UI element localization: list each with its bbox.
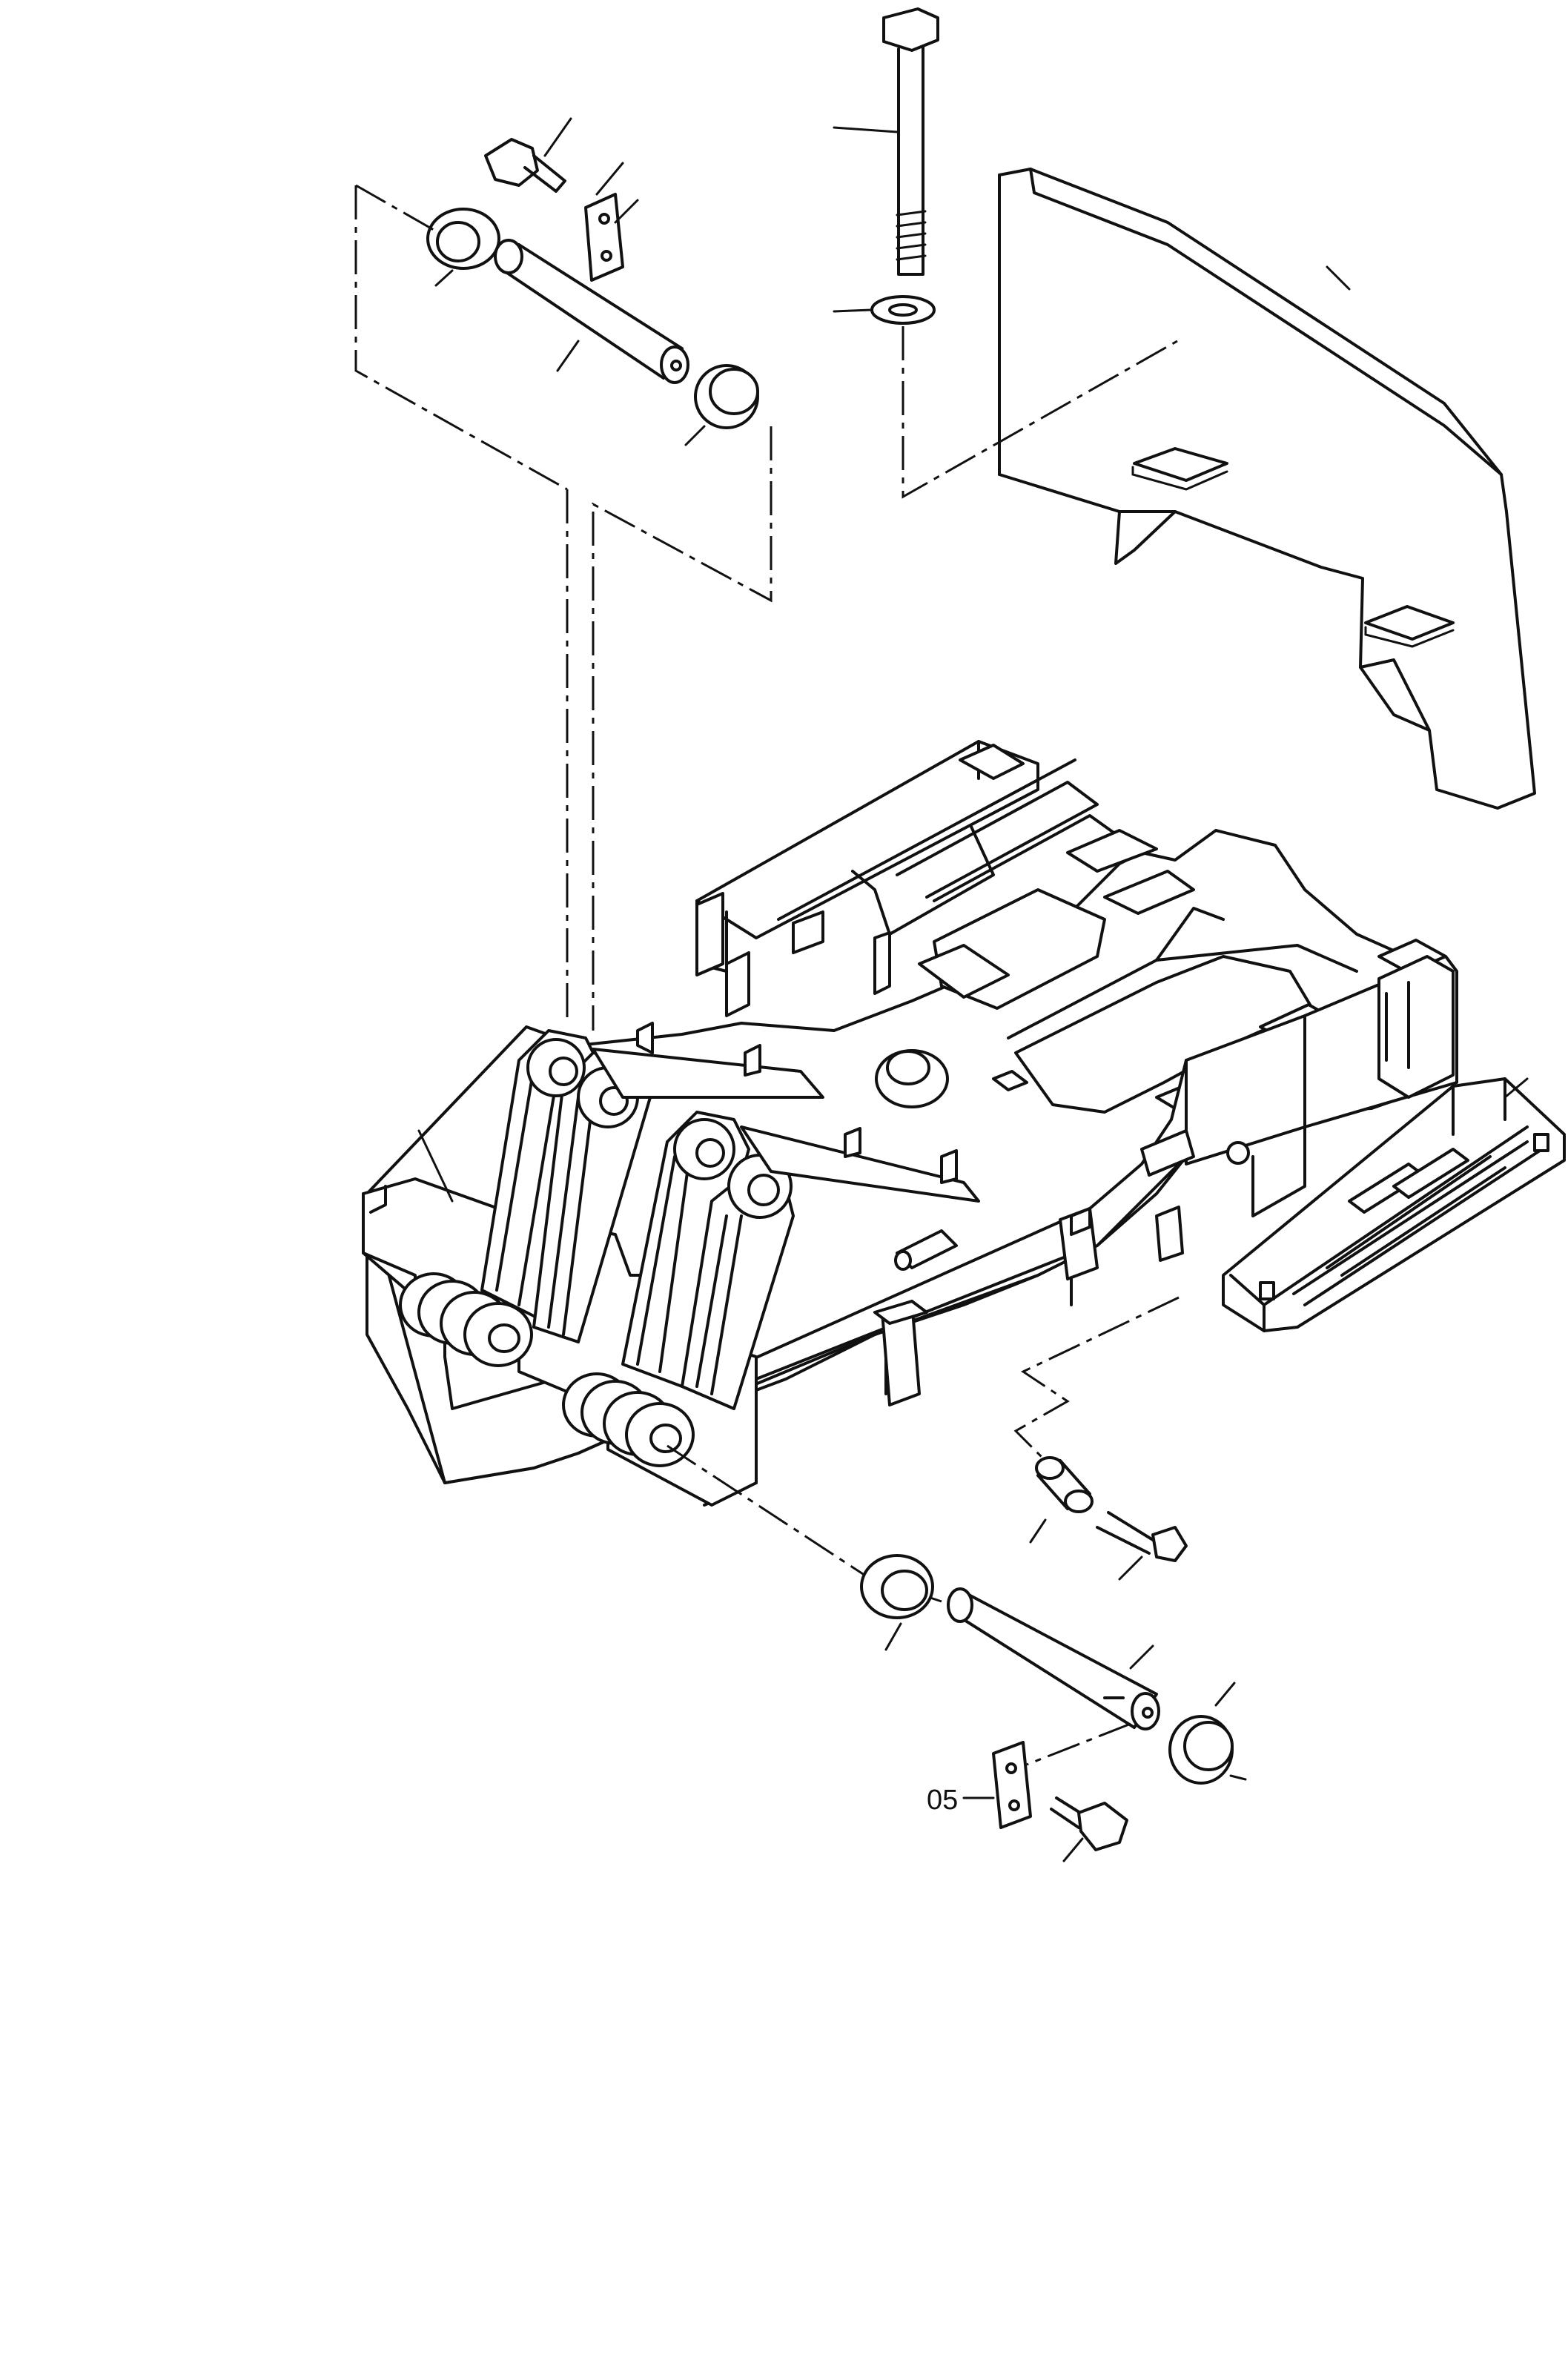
bolt-middle: [1096, 1511, 1188, 1581]
long-bolt: [833, 7, 939, 276]
lower-bushing-right: [1168, 1682, 1247, 1785]
counterweight: [998, 168, 1536, 810]
assembly-line-plate: [1026, 1722, 1131, 1766]
washer-upper: [833, 295, 936, 325]
assembly-line-sleeve: [1013, 1296, 1180, 1469]
upper-bushing-right: [684, 364, 759, 446]
callout-label-05: 05: [927, 1785, 958, 1816]
assembly-line-bolt: [902, 326, 1178, 499]
upper-bushing-left: [426, 208, 500, 287]
assembly-line-upper-pin: [354, 184, 773, 1031]
upper-pin: [494, 239, 689, 384]
boom-foot-rollers-right: [562, 1372, 695, 1467]
main-frame: [362, 740, 1458, 1507]
upper-lock-plate: [584, 162, 639, 282]
lower-bushing-left: [860, 1554, 934, 1651]
sleeve: [1029, 1456, 1094, 1544]
lower-pin: [947, 1587, 1160, 1730]
boom-foot-rollers-left: [399, 1272, 533, 1367]
lower-lock-plate: [962, 1741, 1032, 1829]
upper-bolt: [484, 117, 572, 193]
tray-assembly: [1222, 1077, 1566, 1332]
lower-bolt: [1050, 1796, 1128, 1862]
